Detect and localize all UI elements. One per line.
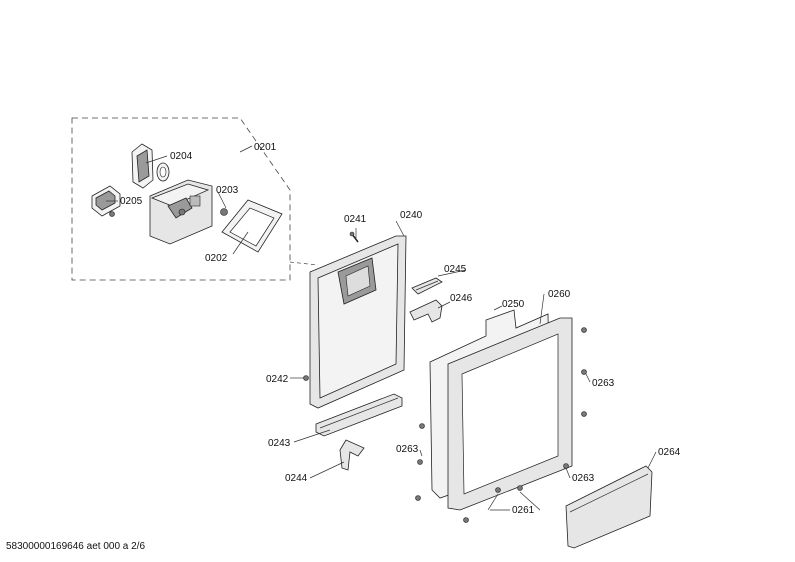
detail-box-0201 bbox=[71, 117, 319, 281]
callout-0263-bottom: 0263 bbox=[572, 473, 595, 484]
callout-0263-right: 0263 bbox=[592, 378, 615, 389]
callout-0261: 0261 bbox=[512, 505, 535, 516]
part-0243-bottom-trim bbox=[315, 393, 403, 437]
part-0240-inner-door bbox=[309, 235, 407, 409]
callout-0245: 0245 bbox=[444, 264, 467, 275]
leader-lines bbox=[106, 145, 657, 511]
callout-0201: 0201 bbox=[254, 142, 277, 153]
callout-0244: 0244 bbox=[285, 473, 308, 484]
callout-0242: 0242 bbox=[266, 374, 289, 385]
part-0245-hinge bbox=[411, 277, 443, 295]
callout-0246: 0246 bbox=[450, 293, 473, 304]
part-0242-clip bbox=[303, 375, 309, 381]
callout-0264: 0264 bbox=[658, 447, 681, 458]
part-0244-bracket bbox=[339, 439, 365, 471]
part-0246-latch bbox=[409, 299, 443, 323]
part-0203-screw bbox=[220, 208, 228, 216]
callout-0250: 0250 bbox=[502, 299, 525, 310]
part-dispenser-module bbox=[149, 179, 213, 245]
callout-0241: 0241 bbox=[344, 214, 367, 225]
part-0260-outer-frame bbox=[447, 317, 573, 511]
callout-0205: 0205 bbox=[120, 196, 143, 207]
callout-0204: 0204 bbox=[170, 151, 193, 162]
callout-0240: 0240 bbox=[400, 210, 423, 221]
part-0264-kick-plate bbox=[565, 465, 653, 549]
part-0204-handle-cover bbox=[131, 143, 170, 189]
part-0202-gasket-frame bbox=[221, 199, 283, 253]
callout-0260: 0260 bbox=[548, 289, 571, 300]
callout-0202: 0202 bbox=[205, 253, 228, 264]
part-0241-screw bbox=[349, 231, 359, 243]
callout-0203: 0203 bbox=[216, 185, 239, 196]
callout-0263-left: 0263 bbox=[396, 444, 419, 455]
callout-0243: 0243 bbox=[268, 438, 291, 449]
drawing-id: 58300000169646 aet 000 a 2/6 bbox=[6, 541, 146, 552]
